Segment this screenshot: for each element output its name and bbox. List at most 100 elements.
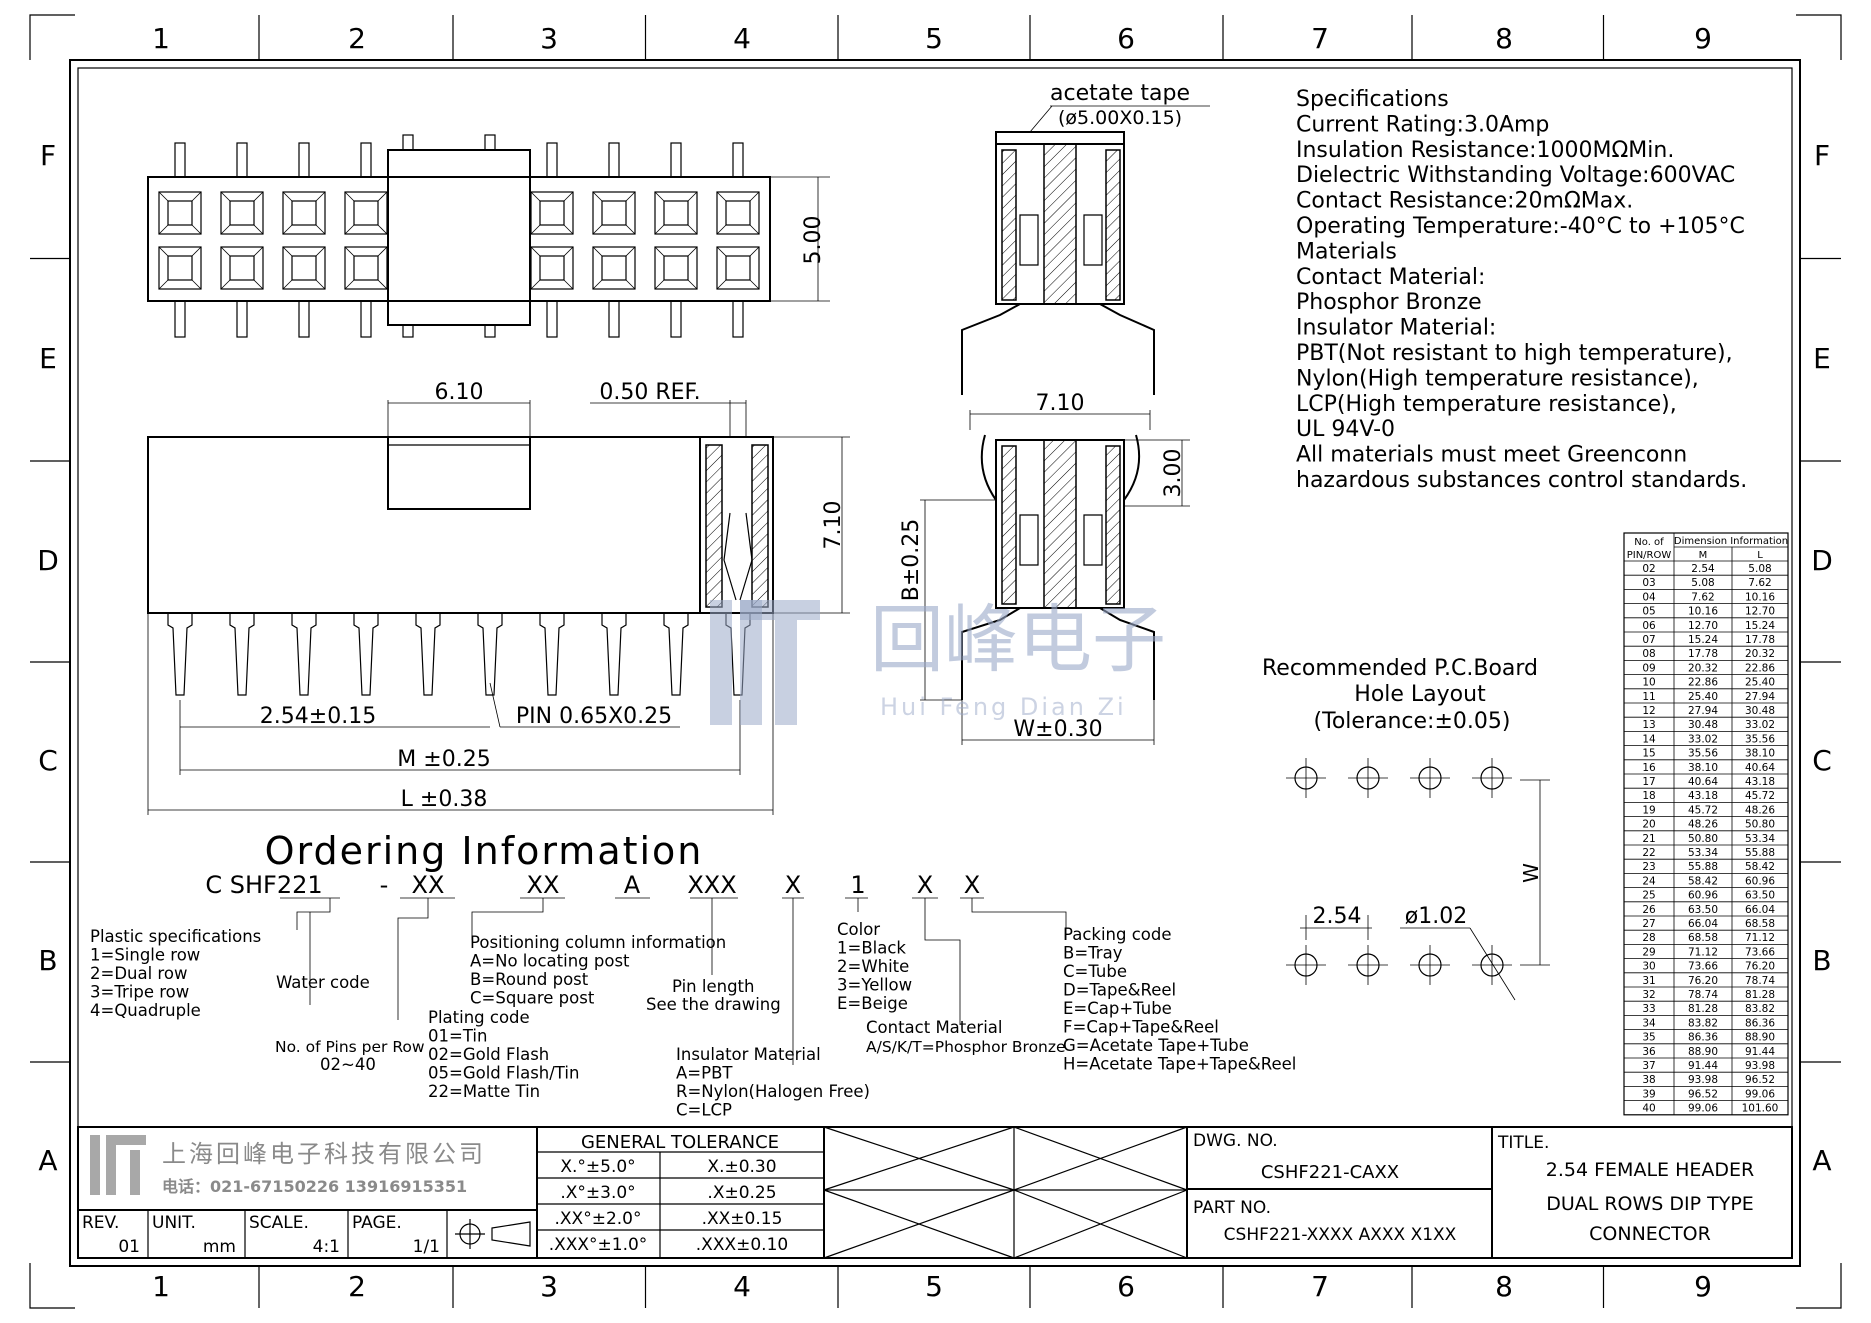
page-value: 1/1 xyxy=(413,1237,440,1257)
cavity-edge xyxy=(315,224,326,235)
top-pin xyxy=(174,142,186,178)
top-pin xyxy=(236,142,248,178)
tolerance-angle: .XX°±2.0° xyxy=(555,1209,642,1229)
watermark: 回峰电子 Hui Feng Dian Zi xyxy=(710,597,1166,725)
table-cell-m: 2.54 xyxy=(1691,563,1715,575)
spec-line: All materials must meet Greenconn xyxy=(1296,443,1687,468)
order-leader-line xyxy=(845,897,868,912)
ordering-color: 1=Black xyxy=(837,939,906,958)
cavity-edge xyxy=(344,224,355,235)
grid-row-label: B xyxy=(1812,944,1831,977)
table-cell-pins: 23 xyxy=(1642,861,1655,873)
table-header-pins: No. of xyxy=(1634,537,1664,548)
table-cell-l: 22.86 xyxy=(1745,662,1775,674)
table-cell-pins: 32 xyxy=(1642,989,1655,1001)
spec-line: PBT(Not resistant to high temperature), xyxy=(1296,341,1733,366)
table-cell-m: 66.04 xyxy=(1688,918,1718,930)
spec-line: Insulator Material: xyxy=(1296,316,1496,341)
table-cell-pins: 07 xyxy=(1642,634,1655,646)
grid-col-label: 1 xyxy=(152,22,170,55)
table-cell-pins: 02 xyxy=(1642,563,1655,575)
tolerance-angle: .XXX°±1.0° xyxy=(549,1235,648,1255)
grid-row-label: F xyxy=(40,139,56,172)
cavity-edge xyxy=(654,246,665,257)
table-cell-pins: 13 xyxy=(1642,719,1655,731)
table-cell-m: 25.40 xyxy=(1688,691,1718,703)
cavity-edge xyxy=(592,224,603,235)
watermark-pinyin: Hui Feng Dian Zi xyxy=(880,693,1127,721)
front-pin xyxy=(415,613,441,696)
title-line-3: CONNECTOR xyxy=(1589,1223,1711,1245)
table-header-group: Dimension Information xyxy=(1674,536,1788,547)
ordering-packing: B=Tray xyxy=(1063,944,1123,963)
top-pin xyxy=(298,300,310,338)
order-leader-line xyxy=(960,897,1067,940)
table-cell-pins: 30 xyxy=(1642,961,1655,973)
cavity-edge xyxy=(158,246,169,257)
table-cell-pins: 10 xyxy=(1642,677,1655,689)
table-cell-l: 17.78 xyxy=(1745,634,1775,646)
table-cell-pins: 11 xyxy=(1642,691,1655,703)
cavity-edge xyxy=(749,279,760,290)
table-cell-l: 101.60 xyxy=(1742,1103,1779,1115)
ordering-pin-length: See the drawing xyxy=(646,995,781,1014)
table-cell-pins: 22 xyxy=(1642,847,1655,859)
cavity-edge xyxy=(220,191,231,202)
cavity-edge xyxy=(315,279,326,290)
contact-cavity xyxy=(592,246,636,290)
grid-col-label: 4 xyxy=(733,1270,751,1303)
part-value: CSHF221-XXXX AXXX X1XX xyxy=(1224,1225,1457,1245)
table-cell-pins: 21 xyxy=(1642,833,1655,845)
ordering-positioning: Positioning column information xyxy=(470,933,726,952)
grid-col-label: 7 xyxy=(1311,22,1329,55)
order-code-segment: - xyxy=(380,871,389,899)
contact-cavity xyxy=(716,246,760,290)
ordering-plastic-spec: Plastic specifications xyxy=(90,927,261,946)
top-pin xyxy=(360,300,372,338)
cavity-edge xyxy=(282,191,293,202)
table-cell-m: 68.58 xyxy=(1688,932,1718,944)
pcb-title-3: (Tolerance:±0.05) xyxy=(1314,709,1511,734)
front-pin xyxy=(167,613,193,696)
order-code-segment: C SHF221 xyxy=(205,871,322,899)
cavity-edge xyxy=(716,246,727,257)
cavity-edge xyxy=(158,224,169,235)
spec-line: Contact Resistance:20mΩMax. xyxy=(1296,189,1633,214)
cavity-edge xyxy=(253,224,264,235)
contact-cavity xyxy=(654,191,698,235)
cavity-edge xyxy=(654,224,665,235)
spec-line: Specifications xyxy=(1296,87,1449,112)
grid-row-label: A xyxy=(38,1144,57,1177)
dim-m-label: M ±0.25 xyxy=(397,747,490,772)
table-cell-l: 76.20 xyxy=(1745,961,1775,973)
dim-side-w-label: 7.10 xyxy=(1036,391,1085,416)
front-view: 6.10 0.50 REF. 7.10 2.54±0.15 PIN 0.65X0… xyxy=(147,380,850,815)
table-cell-pins: 20 xyxy=(1642,819,1655,831)
table-cell-l: 78.74 xyxy=(1745,975,1775,987)
dim-ref-label: 0.50 REF. xyxy=(599,380,700,405)
contact-cavity xyxy=(344,246,388,290)
contact-cavity xyxy=(530,246,574,290)
table-cell-pins: 14 xyxy=(1642,733,1656,745)
spec-line: Contact Material: xyxy=(1296,265,1485,290)
table-cell-pins: 04 xyxy=(1642,591,1656,603)
ordering-packing: F=Cap+Tape&Reel xyxy=(1063,1018,1219,1037)
spec-line: Insulation Resistance:1000MΩMin. xyxy=(1296,138,1674,163)
scale-value: 4:1 xyxy=(313,1237,340,1257)
table-cell-l: 86.36 xyxy=(1745,1017,1775,1029)
table-header-pins: PIN/ROW xyxy=(1627,550,1672,561)
table-cell-pins: 29 xyxy=(1642,946,1655,958)
top-pin xyxy=(670,142,682,178)
contact-cavity xyxy=(282,191,326,235)
pcb-hole-label: ø1.02 xyxy=(1405,904,1467,929)
cavity-edge xyxy=(563,191,574,202)
unit-value: mm xyxy=(203,1237,236,1257)
cavity-edge xyxy=(158,191,169,202)
table-cell-m: 35.56 xyxy=(1688,748,1718,760)
dim-height-label: 5.00 xyxy=(801,216,826,265)
table-cell-pins: 40 xyxy=(1642,1103,1655,1115)
ordering-positioning: B=Round post xyxy=(470,970,589,989)
cavity-edge xyxy=(344,246,355,257)
